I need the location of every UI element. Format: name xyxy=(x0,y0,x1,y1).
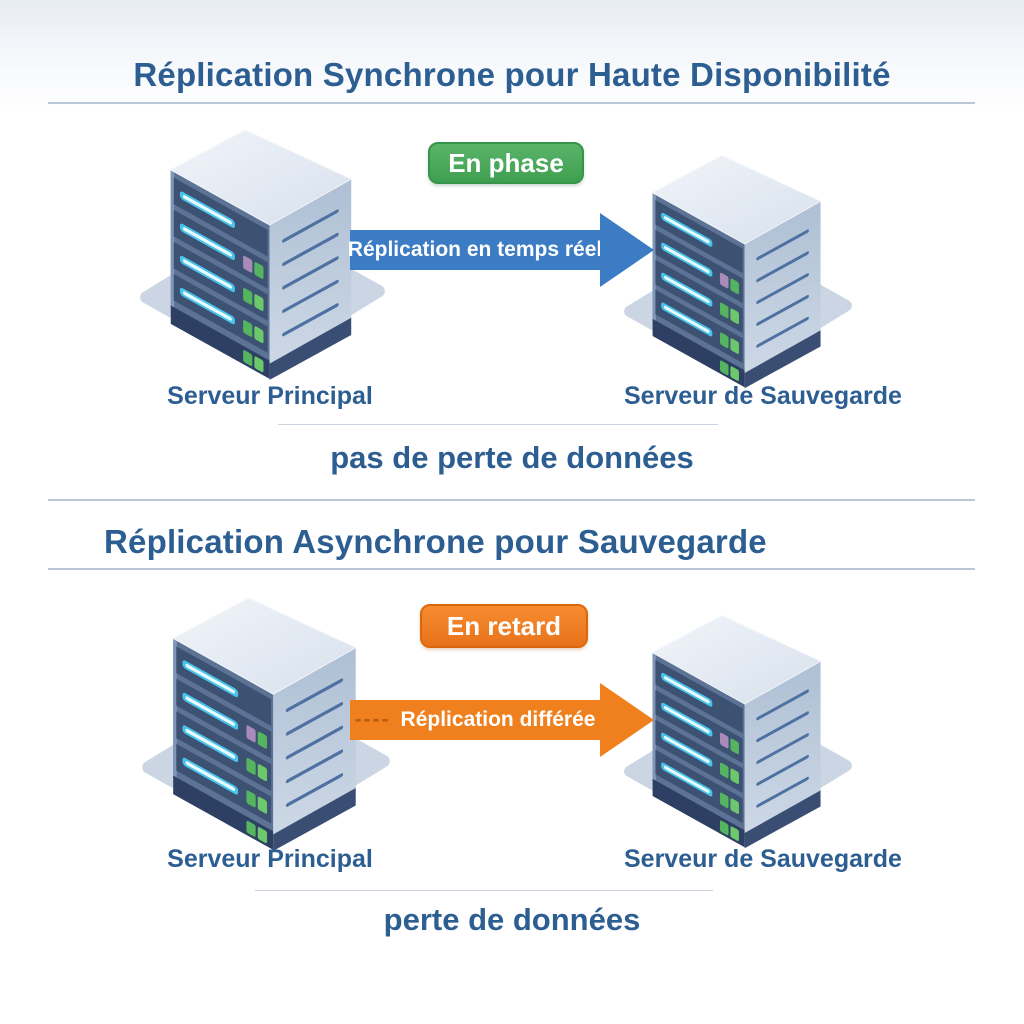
async-arrow-body: ---- Réplication différée xyxy=(350,700,600,740)
sync-replication-arrow: Réplication en temps réel xyxy=(347,212,654,288)
section2-note: perte de données xyxy=(383,902,641,937)
section2-top-divider xyxy=(48,499,975,501)
section2-note-divider xyxy=(255,890,713,891)
async-arrow-dashes: ---- xyxy=(354,708,391,731)
server-backup-sync-illustration xyxy=(624,150,852,392)
section1-backup-server-label: Serveur de Sauvegarde xyxy=(624,382,902,410)
section2-primary-server-label: Serveur Principal xyxy=(167,845,373,873)
server-backup-async-illustration xyxy=(624,610,852,852)
arrow-right-icon xyxy=(600,213,654,287)
section2-title: Réplication Asynchrone pour Sauvegarde xyxy=(104,523,767,560)
section1-title-divider xyxy=(48,102,975,104)
section1-primary-server-label: Serveur Principal xyxy=(167,382,373,410)
async-arrow-label: Réplication différée xyxy=(400,708,596,731)
section2-title-divider xyxy=(48,568,975,570)
section1-note: pas de perte de données xyxy=(330,440,694,475)
async-replication-arrow: ---- Réplication différée xyxy=(350,682,654,758)
section1-note-divider xyxy=(278,424,718,425)
sync-arrow-label: Réplication en temps réel xyxy=(347,238,603,261)
sync-arrow-body: Réplication en temps réel xyxy=(347,230,603,270)
section2-backup-server-label: Serveur de Sauvegarde xyxy=(624,845,902,873)
sync-status-badge: En phase xyxy=(428,142,584,184)
section1-title: Réplication Synchrone pour Haute Disponi… xyxy=(133,56,891,93)
arrow-right-icon xyxy=(600,683,654,757)
async-status-badge: En retard xyxy=(420,604,588,648)
